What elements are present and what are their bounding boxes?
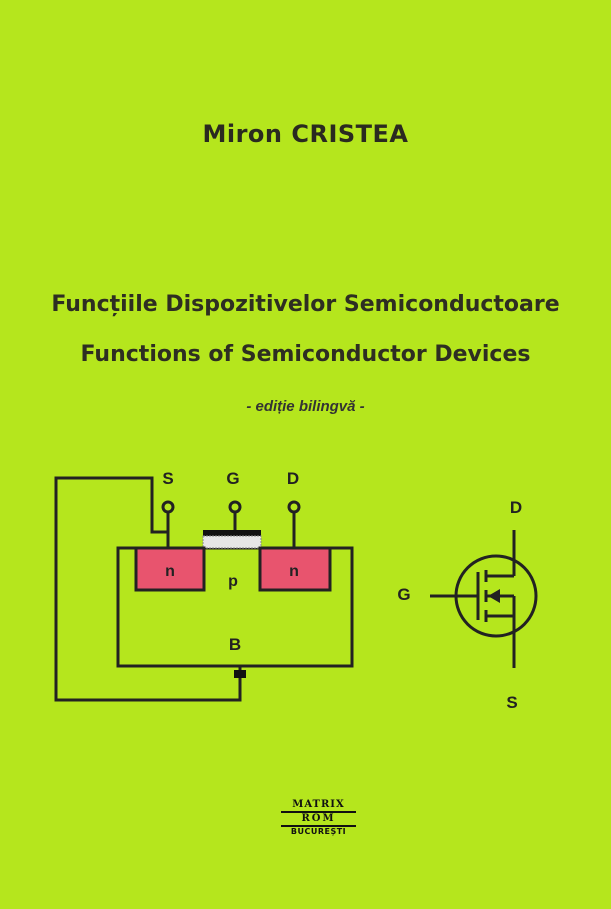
publisher-logo: MATRIX ROM BUCUREȘTI <box>281 800 356 836</box>
gate-terminal <box>228 500 242 514</box>
label-s: S <box>162 469 173 488</box>
symbol-label-d: D <box>510 498 522 517</box>
label-p: p <box>228 573 238 590</box>
author-name: Miron CRISTEA <box>202 120 409 148</box>
symbol-label-g: G <box>397 585 410 604</box>
source-terminal <box>161 500 175 514</box>
gate-metal <box>203 530 261 536</box>
label-b: B <box>229 635 241 654</box>
label-n-drain: n <box>289 563 299 580</box>
mosfet-symbol <box>430 530 538 668</box>
publisher-line-2: ROM <box>281 813 356 827</box>
edition-note: - ediție bilingvă - <box>246 398 365 415</box>
symbol-arrow <box>488 589 500 603</box>
label-g: G <box>226 469 239 488</box>
drain-n-region <box>258 546 332 592</box>
publisher-line-1: MATRIX <box>281 800 356 813</box>
publisher-line-3: BUCUREȘTI <box>290 827 347 836</box>
mosfet-cross-section <box>54 476 354 702</box>
symbol-label-s: S <box>506 693 517 712</box>
title-english: Functions of Semiconductor Devices <box>80 342 531 367</box>
label-n-source: n <box>165 563 175 580</box>
label-d: D <box>287 469 299 488</box>
drain-terminal <box>287 500 301 514</box>
source-n-region <box>134 546 206 592</box>
gate-oxide <box>202 535 262 549</box>
title-romanian: Funcțiile Dispozitivelor Semiconductoare <box>51 292 560 317</box>
body-contact-pad <box>234 670 246 678</box>
